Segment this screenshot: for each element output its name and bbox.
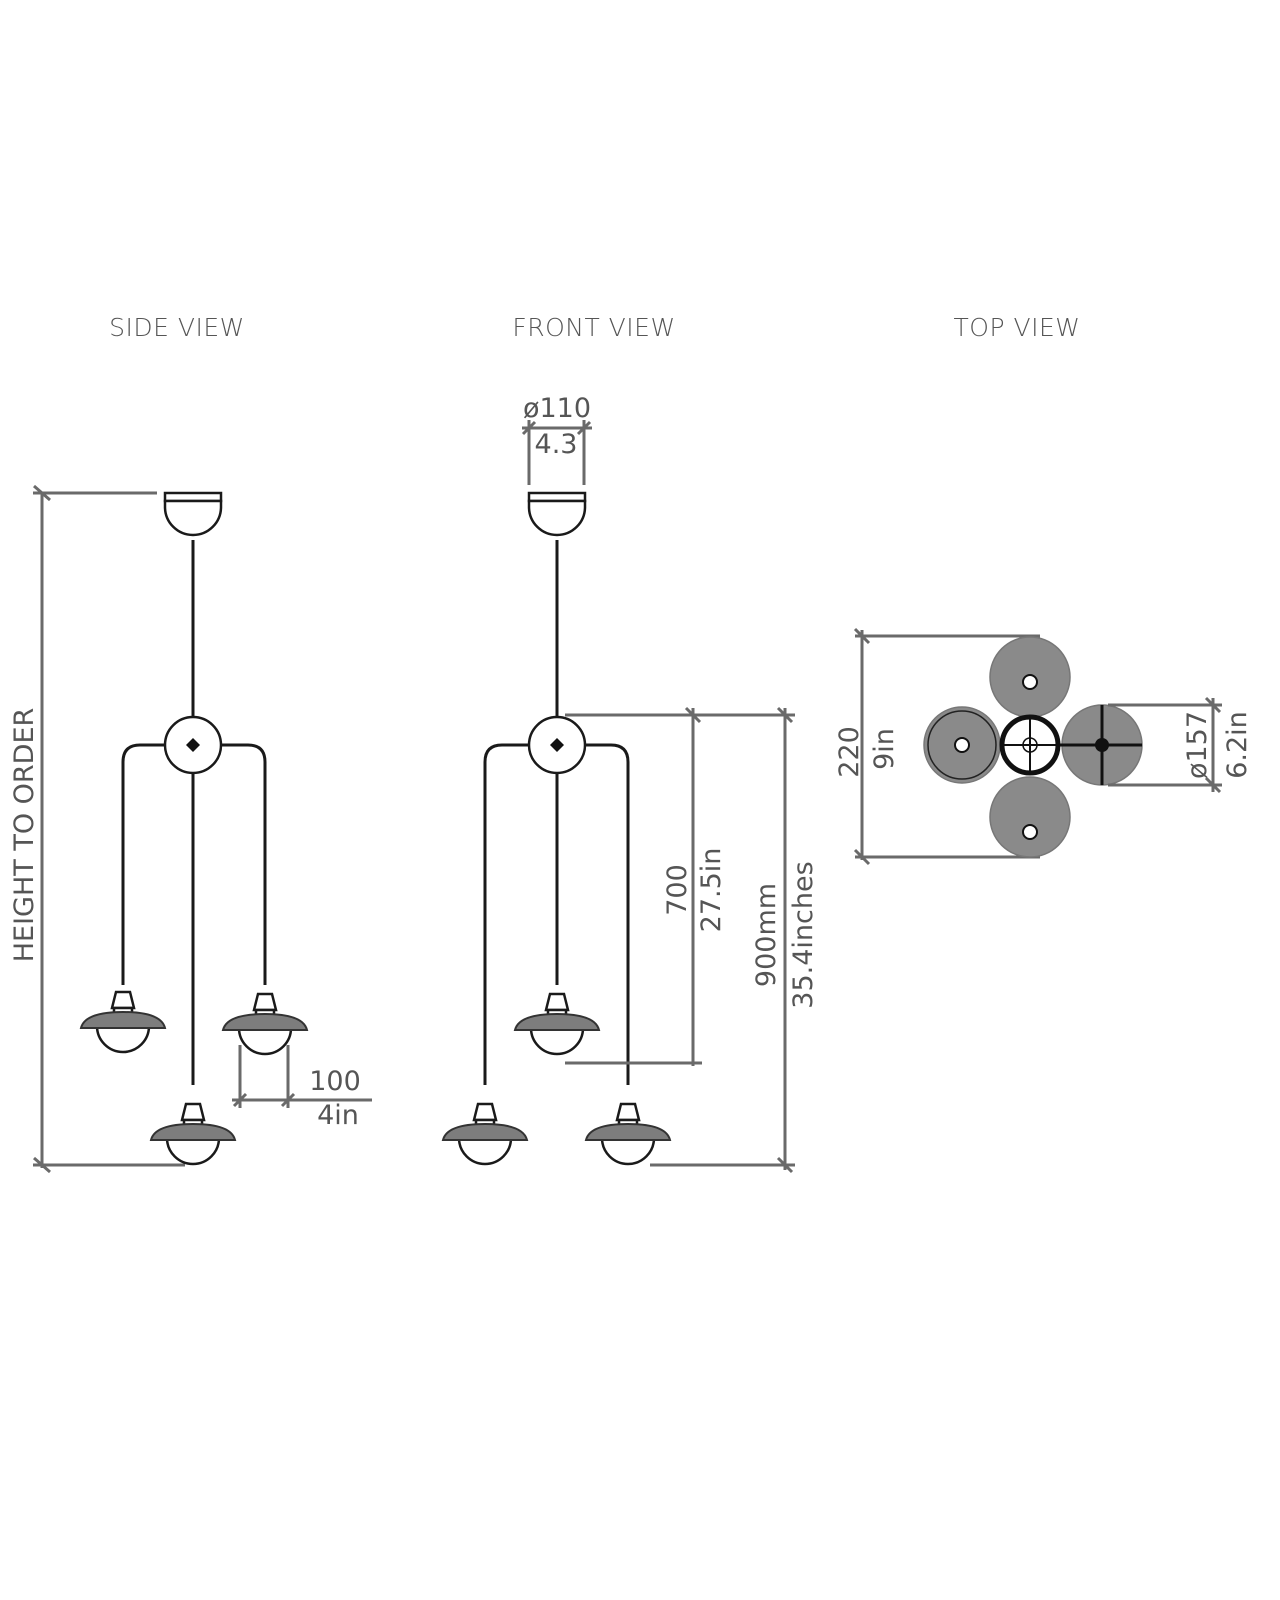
drop-mm: 700 [662, 864, 693, 916]
side-canopy [163, 491, 223, 537]
drop-in: 27.5in [696, 848, 727, 933]
side-view-title: SIDE VIEW [109, 313, 245, 342]
drop-dimensions [565, 706, 795, 1174]
hub-diamond-icon [550, 738, 564, 752]
shade-diameter-in: 6.2in [1222, 711, 1253, 779]
front-lamp-left [441, 1102, 529, 1166]
shade-offset-mm: 100 [309, 1066, 361, 1097]
top-shade-south [989, 776, 1071, 858]
width-mm: 220 [834, 726, 865, 778]
hub-diamond-icon [186, 738, 200, 752]
front-lamp-right [584, 1102, 672, 1166]
front-view-title: FRONT VIEW [512, 313, 675, 342]
front-arm-right [580, 743, 630, 1085]
side-view: HEIGHT TO ORDER 100 4in [9, 484, 372, 1174]
shade-diameter-dimension [1108, 696, 1222, 794]
shade-offset-dimension [232, 1045, 372, 1108]
total-drop-in: 35.4inches [788, 861, 819, 1008]
top-view-title: TOP VIEW [954, 313, 1081, 342]
height-dimension-line [33, 484, 185, 1174]
canopy-diameter-dimension [521, 420, 592, 485]
width-in: 9in [869, 728, 900, 770]
front-lamp-center [513, 992, 601, 1056]
top-view: 220 9in ø157 6.2in [834, 627, 1253, 866]
shade-offset-in: 4in [317, 1100, 359, 1131]
canopy-diameter-in: 4.3 [535, 429, 578, 460]
front-view: ø110 4.3 700 27.5in 900mm 35.4inches [441, 393, 819, 1174]
front-arm-left [483, 743, 534, 1085]
total-drop-mm: 900mm [751, 883, 782, 987]
front-canopy [527, 491, 587, 537]
side-arm-right [216, 743, 267, 985]
side-lamp-right [221, 992, 309, 1056]
side-lamp-left [79, 990, 167, 1054]
shade-diameter-mm: ø157 [1182, 711, 1213, 779]
side-arm-left [121, 743, 170, 985]
side-lamp-center [149, 1102, 237, 1166]
canopy-diameter-mm: ø110 [523, 393, 591, 424]
width-dimension [853, 627, 1040, 866]
height-to-order-label: HEIGHT TO ORDER [9, 708, 40, 963]
